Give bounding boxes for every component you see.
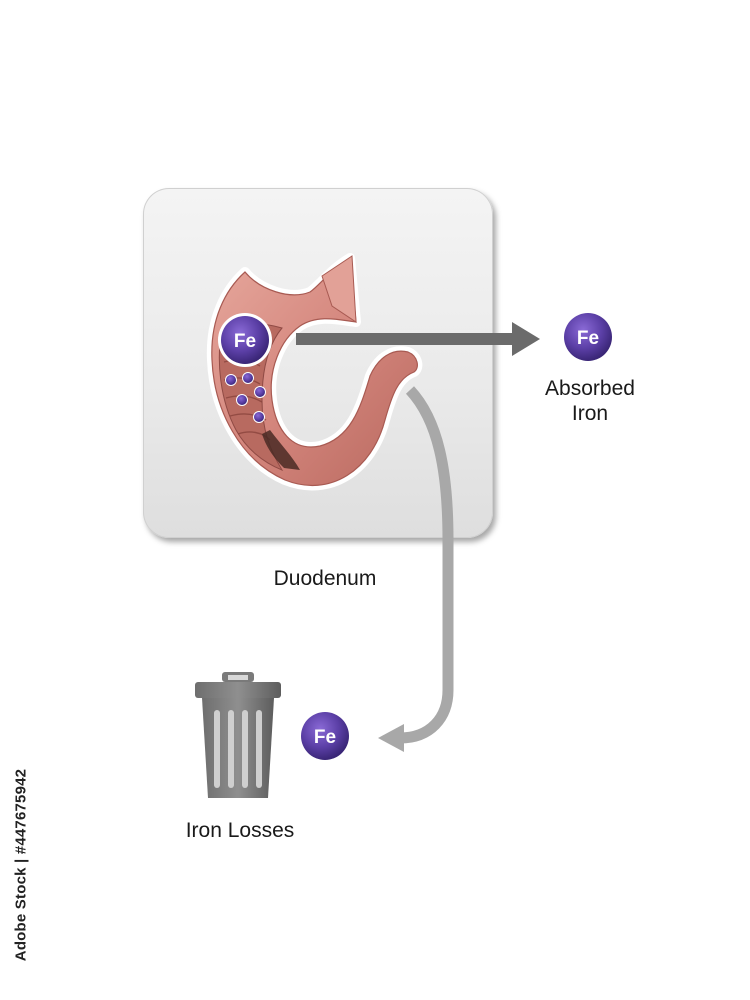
watermark-id: Adobe Stock | #447675942 [6, 760, 36, 970]
iron-losses-label: Iron Losses [185, 819, 295, 842]
iron-symbol-text: Fe [234, 331, 256, 352]
lost-iron-symbol-text: Fe [314, 727, 336, 748]
absorption-arrow [296, 322, 540, 356]
lost-iron-ion-icon: Fe [298, 709, 352, 763]
absorbed-label-line2: Iron [571, 402, 609, 426]
duodenum-label: Duodenum [273, 567, 377, 590]
watermark-text: Adobe Stock | #447675942 [12, 768, 30, 962]
absorbed-iron-symbol-text: Fe [577, 328, 599, 349]
duodenum-illustration [206, 253, 423, 491]
small-iron-ions [225, 372, 266, 423]
loss-arrow [378, 386, 454, 752]
trash-bin-icon [195, 672, 281, 798]
absorbed-iron-label: Absorbed Iron [515, 376, 665, 426]
iron-ion-icon: Fe [218, 313, 272, 367]
absorbed-label-line1: Absorbed [545, 377, 635, 400]
absorbed-iron-ion-icon: Fe [561, 310, 615, 364]
